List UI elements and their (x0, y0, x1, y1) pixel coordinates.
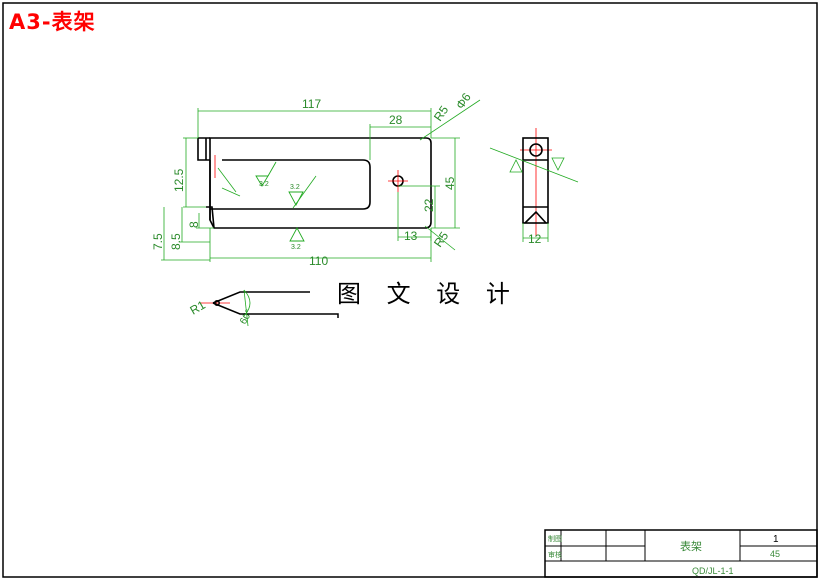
dim-13: 13 (404, 229, 418, 243)
dim-117: 117 (302, 97, 321, 111)
tb-cell-b: 审核 (548, 550, 562, 559)
side-view (522, 137, 549, 224)
tb-part-name: 表架 (680, 539, 702, 553)
dim-8: 8 (187, 221, 201, 228)
dim-R1: R1 (188, 298, 209, 318)
detail-bottom-edge (212, 302, 339, 318)
roughness-1: 3.2 (259, 181, 269, 188)
dim-12: 12 (528, 232, 542, 246)
tb-material: 45 (770, 549, 780, 559)
roughness-labels: 3.2 3.2 3.2 (259, 181, 301, 251)
side-hole (529, 143, 543, 157)
dim-R5-top: R5 (431, 103, 451, 124)
title-block (544, 529, 818, 578)
watermark-text: 图 文 设 计 (337, 280, 519, 308)
left-step (197, 137, 210, 161)
side-outline (522, 137, 549, 224)
tb-drawing-no: QD/JL-1-1 (692, 566, 734, 576)
detail-dims (243, 289, 251, 327)
detail-tip (214, 300, 220, 306)
roughness-3: 3.2 (291, 244, 301, 251)
sheet-title: A3-表架 (9, 10, 96, 34)
dim-R5-bottom: R5 (431, 229, 451, 250)
dim-12-5: 12.5 (172, 168, 186, 192)
roughness-2: 3.2 (290, 184, 300, 191)
tb-cell-a: 制图 (548, 534, 562, 543)
dim-8-5: 8.5 (169, 233, 183, 250)
detail-top-edge (212, 291, 310, 304)
main-outline (209, 137, 432, 229)
dim-110: 110 (309, 254, 328, 268)
side-vgroove (524, 210, 547, 224)
dim-7-5: 7.5 (151, 233, 165, 250)
notch (206, 206, 215, 229)
roughness-symbols (255, 161, 305, 242)
detail-view (212, 291, 339, 318)
main-view (197, 137, 432, 229)
dim-phi6: Φ6 (453, 90, 474, 112)
dim-28: 28 (389, 113, 403, 127)
dim-45: 45 (443, 176, 457, 190)
dimension-lines (161, 99, 481, 262)
side-dims (489, 147, 579, 242)
tb-quantity: 1 (773, 534, 779, 545)
dim-22: 22 (422, 198, 436, 212)
main-slot (210, 159, 371, 210)
title-block-texts: 制图 审核 表架 1 45 QD/JL-1-1 (548, 534, 780, 576)
